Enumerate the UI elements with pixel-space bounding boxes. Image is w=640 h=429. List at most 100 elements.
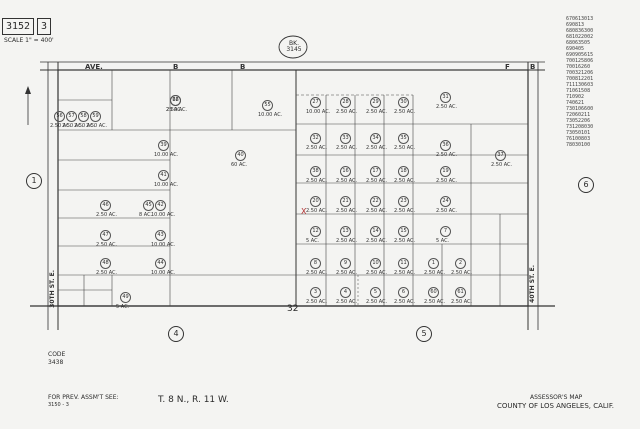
parcel-area: 10.00 AC. [151, 212, 176, 218]
parcel-number: 39 [158, 140, 169, 151]
parcel-area: 10.00 AC. [154, 152, 179, 158]
parcel-number: 30 [398, 97, 409, 108]
parcel-area: 2.50 AC. [336, 270, 358, 276]
parcel-number: 56 [54, 111, 65, 122]
parcel-area: 2.50 AC. [306, 178, 328, 184]
parcel-number: 55 [262, 100, 273, 111]
parcel-number: 22 [370, 196, 381, 207]
change-entry: 740621 [566, 100, 585, 106]
parcel-area: 2.50 AC. [436, 152, 458, 158]
section-number: 1 [26, 173, 42, 189]
change-entry: 680836300 [566, 28, 594, 34]
change-entry: 711130603 [566, 82, 594, 88]
parcel-number: 37 [495, 150, 506, 161]
parcel-number: 1 [428, 258, 439, 269]
map-book-number: 3152 [6, 21, 31, 32]
parcel-number: 23 [398, 196, 409, 207]
parcel-area: 2.50 AC. [451, 270, 473, 276]
parcel-area: 2.50 AC. [394, 145, 416, 151]
street-left: 30TH ST. E. [49, 270, 56, 308]
parcel-number: 38 [310, 166, 321, 177]
parcel-number: 40 [235, 150, 246, 161]
parcel-area: 2.50 AC. [366, 299, 388, 305]
change-entry: 70016260 [566, 64, 591, 70]
parcel-area: 5 AC. [116, 304, 130, 310]
parcel-area: 2.50 AC. [394, 178, 416, 184]
parcel-number: 29 [370, 97, 381, 108]
parcel-number: 24 [440, 196, 451, 207]
change-entry: 76100803 [566, 136, 591, 142]
parcel-area: 2.50 AC. [366, 109, 388, 115]
parcel-area: 2.50 AC. [96, 242, 118, 248]
parcel-number: 15 [398, 226, 409, 237]
street-letter: B [530, 63, 536, 71]
parcel-area: 2.50 AC. [336, 178, 358, 184]
street-letter: F [505, 63, 510, 71]
change-entry: 710902 [566, 94, 585, 100]
code-value: 3438 [48, 359, 64, 366]
parcel-area: 2.50 AC. [166, 107, 188, 113]
change-entry: 72060211 [566, 112, 591, 118]
parcel-area: 2.50 AC. [424, 299, 446, 305]
parcel-number: 14 [370, 226, 381, 237]
parcel-number: 49 [120, 292, 131, 303]
parcel-area: 8 AC. [139, 212, 153, 218]
parcel-area: 2.50 AC. [336, 238, 358, 244]
parcel-area: 2.50 AC. [366, 208, 388, 214]
parcel-area: 2.50 AC. [62, 123, 84, 129]
parcel-area: 25 AC. [166, 107, 183, 113]
change-entry: 71061508 [566, 88, 591, 94]
x-mark: X [301, 207, 307, 216]
parcel-area: 2.50 AC. [336, 299, 358, 305]
parcel-area: 2.50 AC. [336, 145, 358, 151]
change-entry: 68063505 [566, 40, 591, 46]
parcel-area: 2.50 AC. [394, 299, 416, 305]
parcel-area: 2.50 AC. [436, 208, 458, 214]
parcel-number: 57 [66, 111, 77, 122]
map-page-box: 3 [37, 18, 52, 35]
parcel-number: 17 [370, 166, 381, 177]
parcel-number: 18 [398, 166, 409, 177]
parcel-number: 41 [158, 170, 169, 181]
parcel-area: 2.50 AC. [336, 208, 358, 214]
parcel-number: 19 [440, 166, 451, 177]
parcel-area: 2.50 AC. [436, 178, 458, 184]
change-entry: 690905615 [566, 52, 594, 58]
parcel-number: 11 [398, 258, 409, 269]
parcel-area: 10.00 AC. [306, 109, 331, 115]
change-entry: 73052206 [566, 118, 591, 124]
parcel-area: 10.00 AC. [154, 182, 179, 188]
parcel-area: 2.50 AC. [366, 238, 388, 244]
street-right: 40TH ST. E. [529, 265, 536, 303]
parcel-number: 45 [143, 200, 154, 211]
map-page-number: 3 [41, 21, 48, 32]
parcel-number: 21 [340, 196, 351, 207]
parcel-number: 31 [440, 92, 451, 103]
parcel-number: 62 [170, 95, 181, 106]
parcel-area: 2.50 AC. [96, 212, 118, 218]
parcel-number: 46 [100, 200, 111, 211]
parcel-number: 58 [78, 111, 89, 122]
parcel-area: 2.50 AC. [306, 208, 328, 214]
parcel-number: 47 [100, 230, 111, 241]
scale-label: SCALE 1" = 400' [4, 37, 54, 44]
parcel-number: 6 [398, 287, 409, 298]
parcel-number: 35 [398, 133, 409, 144]
parcel-area: 2.50 AC. [394, 270, 416, 276]
parcel-number: 13 [340, 226, 351, 237]
parcel-area: 2.50 AC. [366, 270, 388, 276]
parcel-area: 2.50 AC. [306, 299, 328, 305]
parcel-area: 2.50 AC. [50, 123, 72, 129]
parcel-area: 5 AC. [436, 238, 450, 244]
parcel-area: 2.50 AC. [96, 270, 118, 276]
parcel-number: 12 [310, 226, 321, 237]
code-label: CODE [48, 351, 66, 358]
change-entry: 690405 [566, 46, 585, 52]
parcel-number: 61 [455, 287, 466, 298]
parcel-number: 42 [155, 200, 166, 211]
county-name: COUNTY OF LOS ANGELES, CALIF. [497, 402, 614, 410]
parcel-area: 5 AC. [306, 238, 320, 244]
parcel-number: 9 [340, 258, 351, 269]
